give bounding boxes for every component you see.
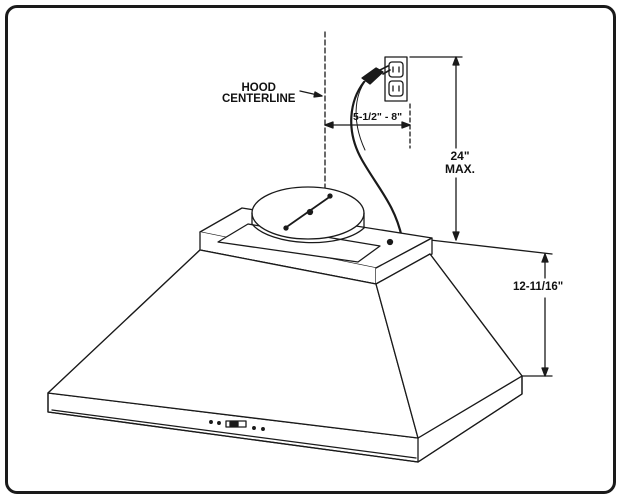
hood-centerline-line1: HOOD bbox=[241, 82, 276, 94]
power-cord bbox=[350, 80, 404, 240]
outlet-offset-label: 5-1/2" - 8" bbox=[353, 111, 403, 123]
hood-height-label: 12-11/16" bbox=[513, 281, 564, 293]
range-hood bbox=[47, 186, 523, 463]
outlet-offset-dimension bbox=[324, 103, 411, 149]
control-buttons bbox=[209, 420, 265, 431]
hood-height-dimension bbox=[429, 239, 553, 377]
power-plug-icon bbox=[361, 65, 391, 85]
electrical-outlet-icon bbox=[384, 56, 408, 102]
hood-centerline-line2: CENTERLINE bbox=[222, 93, 296, 105]
hood-centerline-arrow bbox=[299, 90, 323, 98]
max-height-label: 24" MAX. bbox=[445, 150, 475, 176]
max-height-suffix: MAX. bbox=[445, 162, 475, 176]
max-height-dimension bbox=[409, 56, 463, 241]
hood-centerline-label: HOOD CENTERLINE bbox=[222, 82, 296, 105]
max-height-value: 24" bbox=[450, 149, 470, 163]
